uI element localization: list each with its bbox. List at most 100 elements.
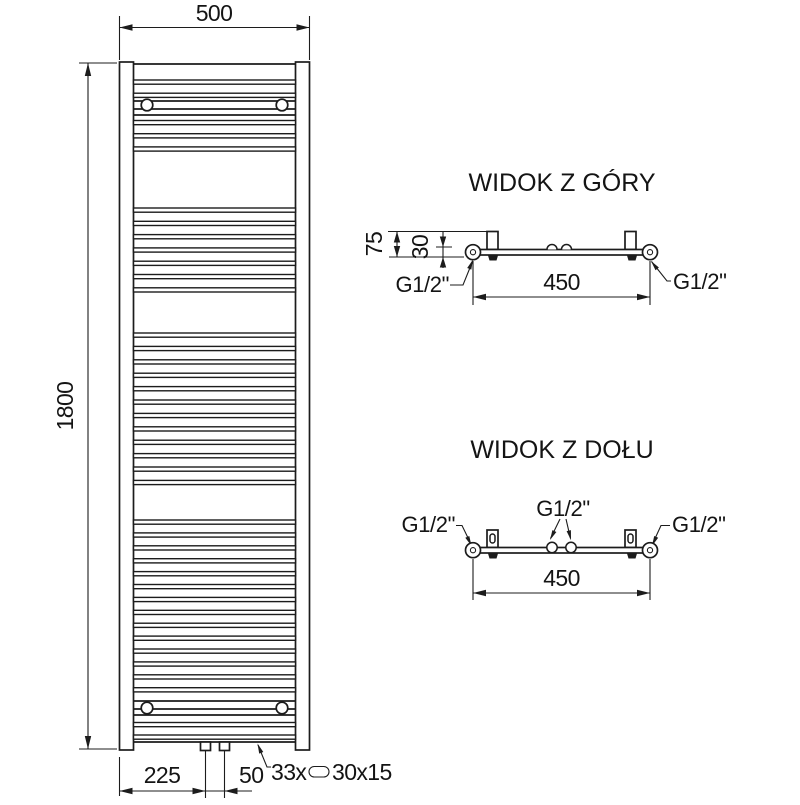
bottom-connections <box>199 741 231 798</box>
rung <box>132 412 297 419</box>
thread-label-left: G1/2" <box>395 259 474 297</box>
upper-bracket-rail <box>133 98 296 116</box>
rung <box>132 558 297 564</box>
dimension-height-1800: 1800 <box>52 62 117 750</box>
arrowhead <box>257 743 264 754</box>
top-view: WIDOK Z GÓRY 75 30 <box>361 168 727 305</box>
arrowhead <box>550 530 557 540</box>
bottom-view-title: WIDOK Z DOŁU <box>470 436 653 464</box>
rung <box>132 119 297 126</box>
bracket-slot <box>627 533 634 544</box>
radiator-front-view: 500 1800 <box>52 0 392 798</box>
lower-bracket-rail <box>133 700 296 716</box>
thread-right-text: G1/2" <box>673 269 727 294</box>
mounting-bracket <box>486 230 499 251</box>
bracket-foot <box>627 553 637 559</box>
arrowhead <box>473 293 486 301</box>
valve-stub <box>218 741 231 752</box>
wall-bracket <box>275 98 289 112</box>
dimension-450-top: 450 <box>472 261 651 305</box>
arrowhead <box>637 293 650 301</box>
dimension-depth-75: 75 <box>361 231 464 258</box>
arrowhead <box>473 589 486 597</box>
rung <box>132 721 297 728</box>
arrowhead <box>566 530 571 541</box>
rung <box>132 233 297 240</box>
vent-bump <box>560 243 573 250</box>
extension-lines <box>118 16 311 60</box>
dim-225-label: 225 <box>144 762 181 788</box>
thread-label-center: G1/2" <box>536 496 590 541</box>
thread-center-text: G1/2" <box>536 496 590 521</box>
bracket-slot <box>489 533 496 544</box>
rung-profile-bottom <box>472 546 651 554</box>
thread-right-text: G1/2" <box>672 512 726 537</box>
bracket-foot <box>627 255 637 261</box>
rung <box>132 570 297 577</box>
left-collector-port <box>464 243 482 261</box>
rung <box>132 734 297 740</box>
bracket-foot <box>488 553 498 559</box>
thread-left-text: G1/2" <box>401 512 455 537</box>
vent-bump <box>546 243 558 250</box>
arrowhead <box>393 246 401 257</box>
rung-annotation: 33x 30x15 <box>257 743 392 785</box>
rung <box>132 583 297 590</box>
left-port-thread <box>469 547 477 554</box>
rung <box>132 146 297 152</box>
center-connection-port <box>546 541 558 554</box>
oval-profile-icon <box>308 765 330 778</box>
dim-50-label: 50 <box>239 762 263 788</box>
mounting-bracket <box>624 230 637 251</box>
rung <box>132 345 297 352</box>
rung <box>132 260 297 267</box>
arrowhead <box>224 787 238 795</box>
left-port-thread <box>469 249 477 256</box>
right-collector-tube <box>294 61 311 751</box>
dimension-bracket-30: 30 <box>407 231 452 268</box>
dim-width-label: 500 <box>196 0 233 26</box>
thread-label-right: G1/2" <box>651 261 727 294</box>
thread-left-text: G1/2" <box>395 272 449 297</box>
rung <box>132 545 297 551</box>
rung <box>132 79 297 85</box>
wall-bracket <box>140 701 154 715</box>
rung <box>132 674 297 680</box>
rung-group <box>132 79 297 740</box>
thread-label-left: G1/2" <box>401 512 472 546</box>
dimension-450-bottom: 450 <box>472 559 651 600</box>
rung-count-label: 33x <box>271 759 307 785</box>
rung-profile-top <box>472 248 651 256</box>
arrowhead <box>84 63 92 76</box>
arrowhead <box>393 231 401 243</box>
leader-line <box>450 261 474 286</box>
rung <box>132 399 297 405</box>
rung <box>132 207 297 213</box>
rung <box>132 332 297 338</box>
bracket-foot <box>488 255 498 261</box>
left-collector-port <box>464 541 482 559</box>
right-port-thread <box>646 249 654 256</box>
rung <box>132 287 297 293</box>
rung <box>132 359 297 365</box>
supply-pipes <box>204 750 226 798</box>
dimension-bottom-225-50: 225 50 <box>118 757 264 796</box>
rung <box>132 273 297 280</box>
thread-label-right: G1/2" <box>652 512 726 546</box>
rung <box>132 596 297 603</box>
arrowhead <box>296 24 310 31</box>
arrowhead <box>439 257 447 268</box>
rung <box>132 609 297 616</box>
dim-75-label: 75 <box>361 232 387 256</box>
right-collector-port <box>641 541 659 559</box>
arrowhead <box>651 261 659 271</box>
rung <box>132 452 297 459</box>
rung <box>132 132 297 139</box>
right-port-thread <box>646 547 654 554</box>
right-collector-port <box>641 243 659 261</box>
arrowhead <box>84 736 92 749</box>
rung <box>132 466 297 472</box>
dim-450-label: 450 <box>543 565 580 591</box>
rung <box>132 479 297 486</box>
